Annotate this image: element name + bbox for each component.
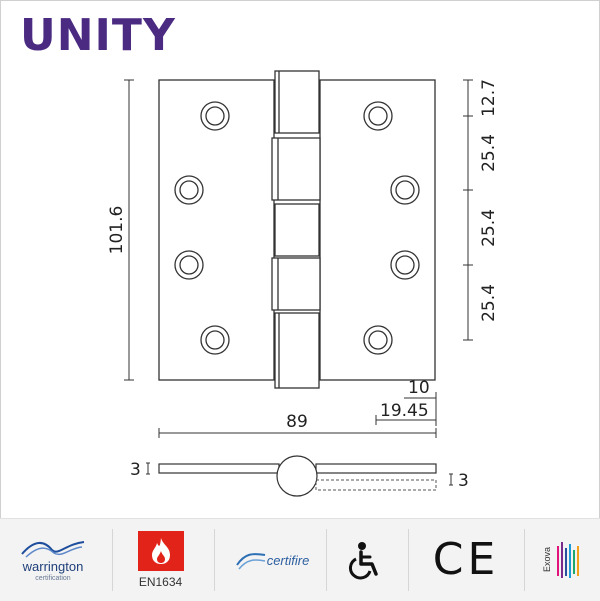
wheelchair-icon — [348, 542, 378, 580]
warrington-cert: warrington certification — [8, 519, 98, 601]
leaf-width-label: 89 — [286, 412, 308, 432]
screw-hole — [174, 175, 204, 205]
screw-hole — [200, 325, 230, 355]
exova-label: Exova — [542, 547, 552, 573]
height-label: 101.6 — [107, 206, 127, 255]
knuckle-width-label: 10 — [408, 378, 430, 398]
hole-spacing-label-2: 25.4 — [479, 134, 499, 172]
knuckle-offset-label: 19.45 — [380, 401, 429, 421]
hole-spacing-label-4: 25.4 — [479, 284, 499, 322]
ce-cert: CE — [416, 519, 516, 601]
screw-hole — [200, 101, 230, 131]
knuckle-bottom — [274, 312, 320, 389]
separator — [112, 529, 113, 591]
ce-mark: CE — [432, 534, 500, 585]
fire-label: EN1634 — [138, 575, 183, 589]
height-dimension-line — [124, 79, 134, 381]
knuckle-top — [274, 70, 320, 134]
screw-hole — [390, 250, 420, 280]
separator — [524, 529, 525, 591]
warrington-sublabel: certification — [35, 574, 71, 582]
fire-cert: EN1634 — [118, 519, 203, 601]
screw-hole — [363, 101, 393, 131]
knuckle-dimension-lines — [375, 392, 437, 426]
certifire-cert: certifire — [222, 519, 322, 601]
screw-hole — [363, 325, 393, 355]
leaf-thickness-left-label: 3 — [130, 460, 141, 480]
warrington-label: warrington — [22, 559, 84, 575]
exova-cert: Exova — [532, 519, 592, 601]
warrington-wave-logo — [21, 541, 85, 558]
hinge-side-view — [158, 455, 437, 497]
separator — [326, 529, 327, 591]
separator — [214, 529, 215, 591]
knuckle-lower — [271, 257, 321, 311]
accessibility-cert — [334, 519, 394, 601]
knuckle-upper-mid — [271, 137, 321, 201]
flame-icon — [137, 531, 184, 571]
leaf-thickness-right-label: 3 — [458, 471, 469, 491]
certifire-swoosh-logo — [235, 553, 265, 570]
knuckle-lower-mid — [274, 203, 320, 257]
exova-bars-logo — [557, 542, 579, 578]
screw-hole — [174, 250, 204, 280]
hole-spacing-label-1: 12.7 — [479, 79, 499, 117]
certification-bar: warrington certification EN1634 certifir… — [0, 518, 600, 601]
screw-hole — [390, 175, 420, 205]
separator — [408, 529, 409, 591]
hole-spacing-dimension-line — [463, 79, 473, 341]
leaf-width-dimension-line — [158, 428, 437, 438]
brand-logo: UNITY — [20, 10, 176, 61]
certifire-label: certifire — [266, 552, 310, 568]
hole-spacing-label-3: 25.4 — [479, 209, 499, 247]
